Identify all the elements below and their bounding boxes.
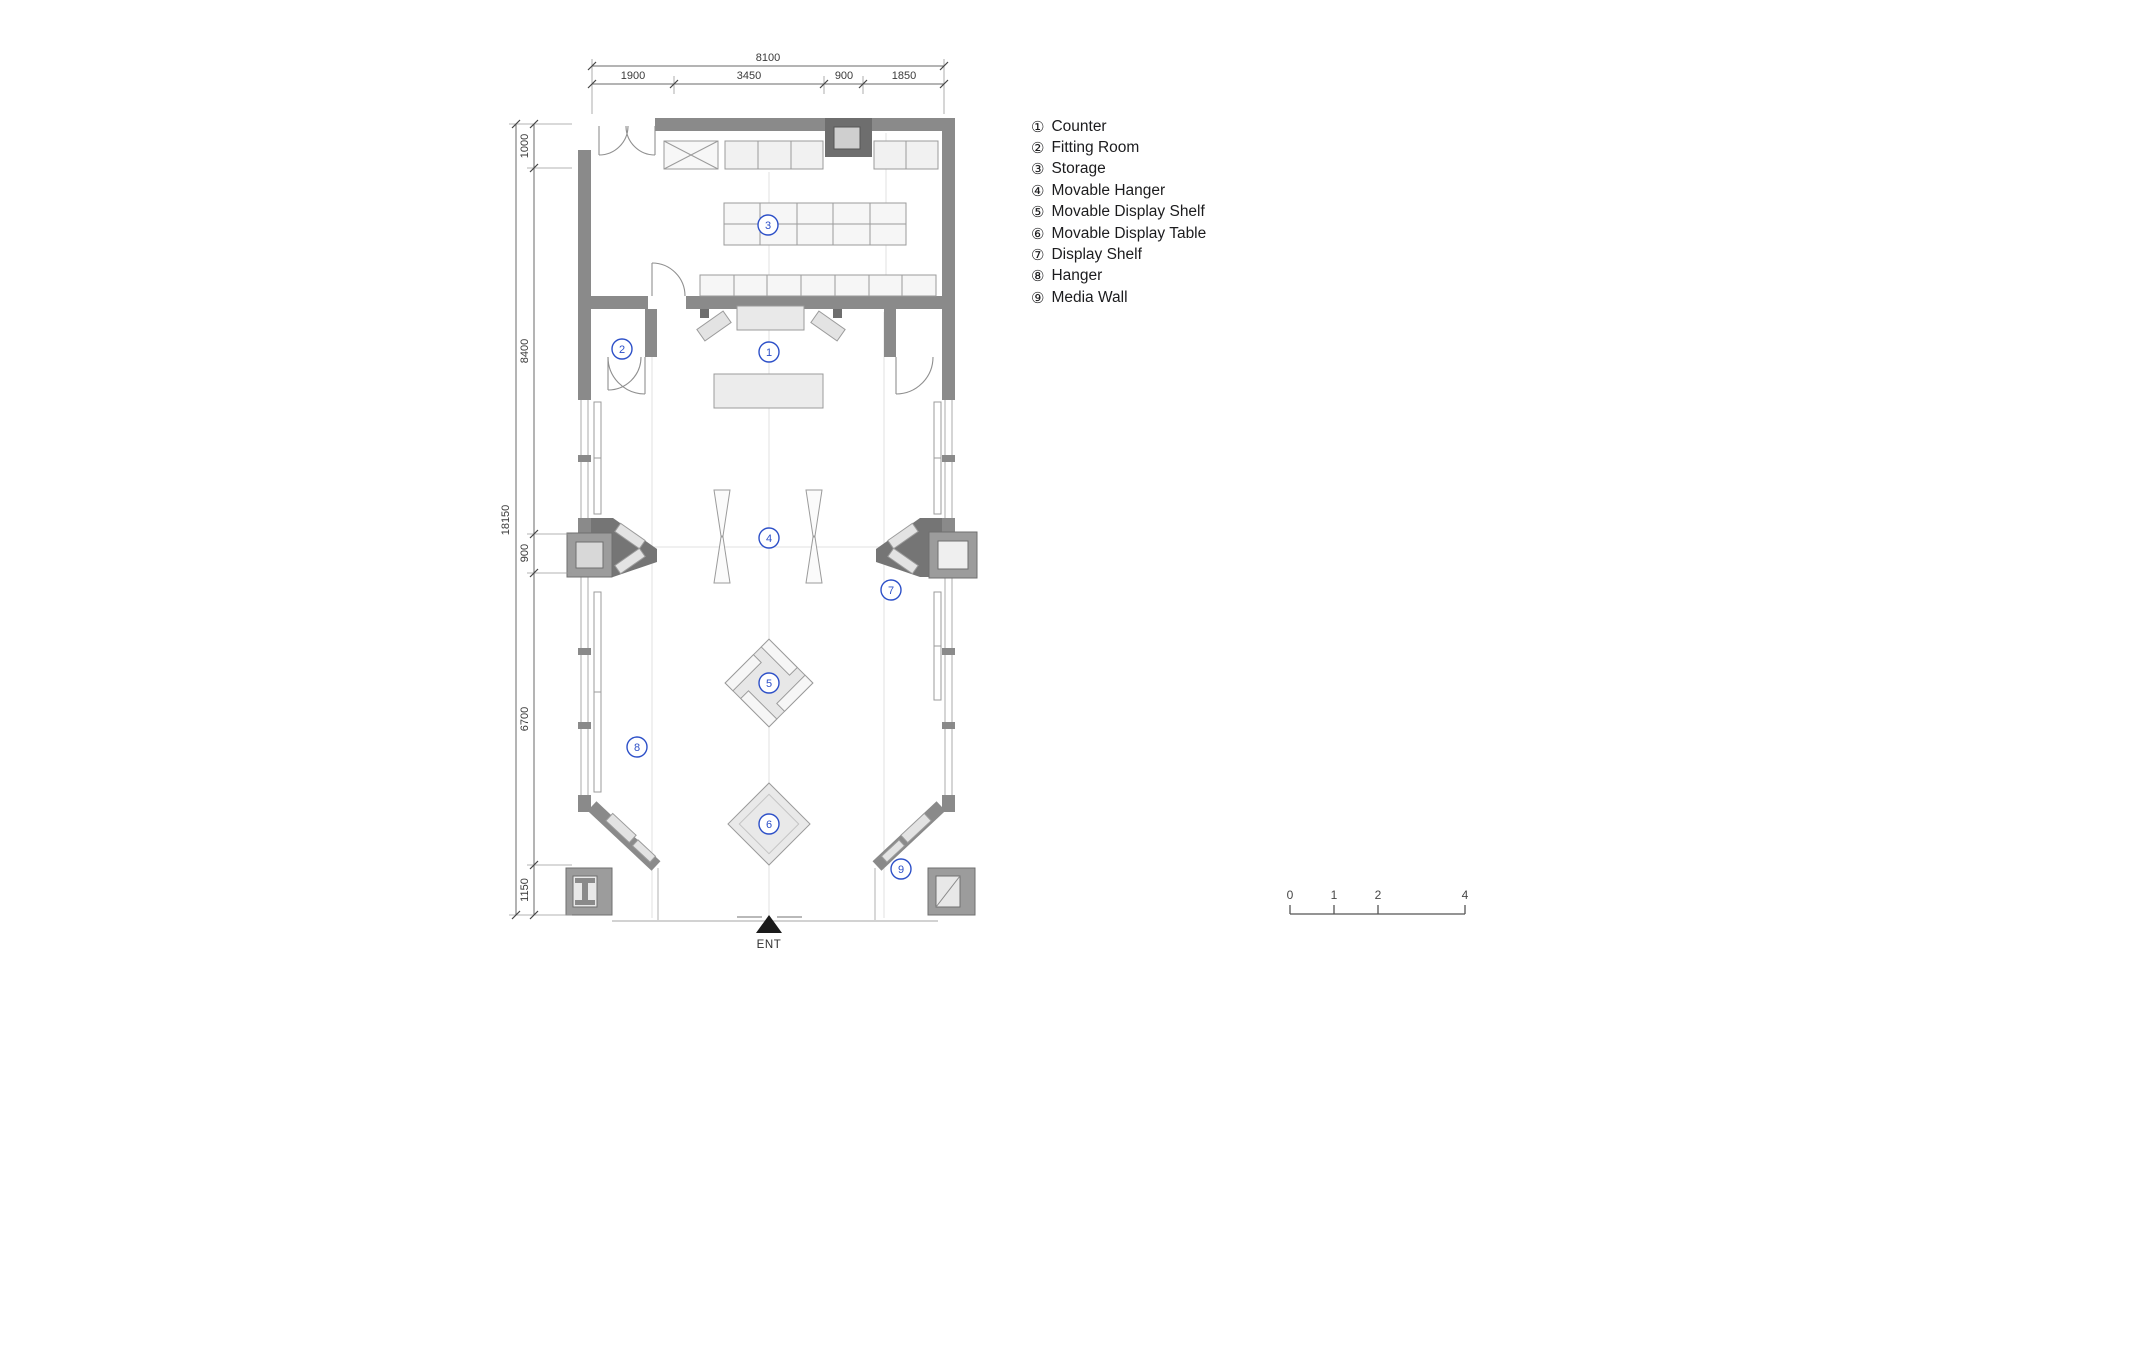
legend-number: ① <box>1031 118 1045 136</box>
legend-label: Movable Hanger <box>1051 181 1166 199</box>
entrance-arrow-icon <box>756 915 782 933</box>
window-mullions <box>578 455 955 729</box>
dim-top-total: 8100 <box>756 52 780 64</box>
legend-number: ⑤ <box>1031 204 1045 222</box>
plan-marker-movable-display-shelf: 5 <box>758 672 780 694</box>
svg-text:4: 4 <box>766 533 772 545</box>
legend-label: Storage <box>1051 160 1106 178</box>
svg-text:7: 7 <box>888 585 894 597</box>
dim-top-seg-3: 900 <box>835 70 853 82</box>
plan-marker-movable-hanger: 4 <box>758 527 780 549</box>
counter-fixture <box>736 305 805 331</box>
dim-left-seg-5: 1150 <box>519 878 531 902</box>
dim-left-seg-1: 1000 <box>519 134 531 158</box>
legend-item-hanger: ⑧ Hanger <box>1031 266 1206 287</box>
legend-number: ② <box>1031 140 1045 158</box>
dimension-ticks <box>511 61 949 920</box>
legend-number: ③ <box>1031 161 1045 179</box>
legend-label: Counter <box>1051 117 1107 135</box>
legend-item-movable-display-table: ⑥ Movable Display Table <box>1031 223 1206 244</box>
legend-item-display-shelf: ⑦ Display Shelf <box>1031 244 1206 265</box>
top-cabinet <box>724 140 824 170</box>
legend-item-counter: ① Counter <box>1031 116 1206 137</box>
legend-number: ⑥ <box>1031 225 1045 243</box>
fixtures <box>593 140 942 866</box>
legend-item-media-wall: ⑨ Media Wall <box>1031 287 1206 308</box>
entrance-label: ENT <box>757 939 782 951</box>
legend-item-fitting-room: ② Fitting Room <box>1031 137 1206 158</box>
legend-label: Media Wall <box>1051 288 1128 306</box>
svg-text:6: 6 <box>766 819 772 831</box>
scale-bar: 0 1 2 4 <box>1287 888 1469 915</box>
scale-tick-0: 0 <box>1287 888 1294 902</box>
movable-hanger-right <box>805 489 823 537</box>
movable-hanger-left <box>713 489 731 537</box>
scale-tick-4: 4 <box>1462 888 1469 902</box>
plan-marker-display-shelf: 7 <box>880 579 902 601</box>
legend-number: ⑦ <box>1031 247 1045 265</box>
dimensions: 8100 1900 3450 900 1850 18150 1000 8400 … <box>500 52 949 920</box>
storefront-glazing <box>578 400 955 795</box>
legend-label: Movable Display Shelf <box>1051 203 1205 221</box>
svg-text:9: 9 <box>898 864 904 876</box>
legend-item-storage: ③ Storage <box>1031 159 1206 180</box>
plan-marker-storage: 3 <box>757 214 779 236</box>
legend-item-movable-hanger: ④ Movable Hanger <box>1031 180 1206 201</box>
dim-left-total: 18150 <box>500 505 512 536</box>
dim-left-seg-4: 6700 <box>519 707 531 731</box>
dim-top-seg-2: 3450 <box>737 70 761 82</box>
storefront-threshold <box>612 916 938 922</box>
dim-left-seg-3: 900 <box>519 544 531 562</box>
scale-tick-1: 1 <box>1331 888 1338 902</box>
legend-label: Hanger <box>1051 267 1103 285</box>
display-table-front <box>713 373 824 409</box>
plan-marker-media-wall: 9 <box>890 858 912 880</box>
plan-marker-counter: 1 <box>758 341 780 363</box>
movable-display-shelf-fixture <box>724 638 814 728</box>
legend-label: Movable Display Table <box>1051 224 1207 242</box>
doors <box>598 125 934 395</box>
dim-top-seg-1: 1900 <box>621 70 645 82</box>
legend-number: ⑨ <box>1031 289 1045 307</box>
plan-markers: 1 2 3 4 5 6 7 <box>611 214 912 880</box>
svg-text:8: 8 <box>634 742 640 754</box>
svg-text:1: 1 <box>766 347 772 359</box>
svg-text:3: 3 <box>765 220 771 232</box>
dim-left-seg-2: 8400 <box>519 339 531 363</box>
legend: ① Counter ② Fitting Room ③ Storage ④ Mov… <box>1031 116 1206 309</box>
legend-label: Display Shelf <box>1051 246 1142 264</box>
scale-tick-2: 2 <box>1375 888 1382 902</box>
plan-marker-movable-display-table: 6 <box>758 813 780 835</box>
svg-text:5: 5 <box>766 678 772 690</box>
wall-shelf <box>699 274 937 297</box>
legend-item-movable-display-shelf: ⑤ Movable Display Shelf <box>1031 202 1206 223</box>
dim-top-seg-4: 1850 <box>892 70 916 82</box>
legend-number: ⑧ <box>1031 268 1045 286</box>
legend-number: ④ <box>1031 182 1045 200</box>
entrance: ENT <box>756 915 782 951</box>
legend-label: Fitting Room <box>1051 139 1140 157</box>
svg-text:2: 2 <box>619 344 625 356</box>
plan-marker-fitting-room: 2 <box>611 338 633 360</box>
plan-marker-hanger: 8 <box>626 736 648 758</box>
